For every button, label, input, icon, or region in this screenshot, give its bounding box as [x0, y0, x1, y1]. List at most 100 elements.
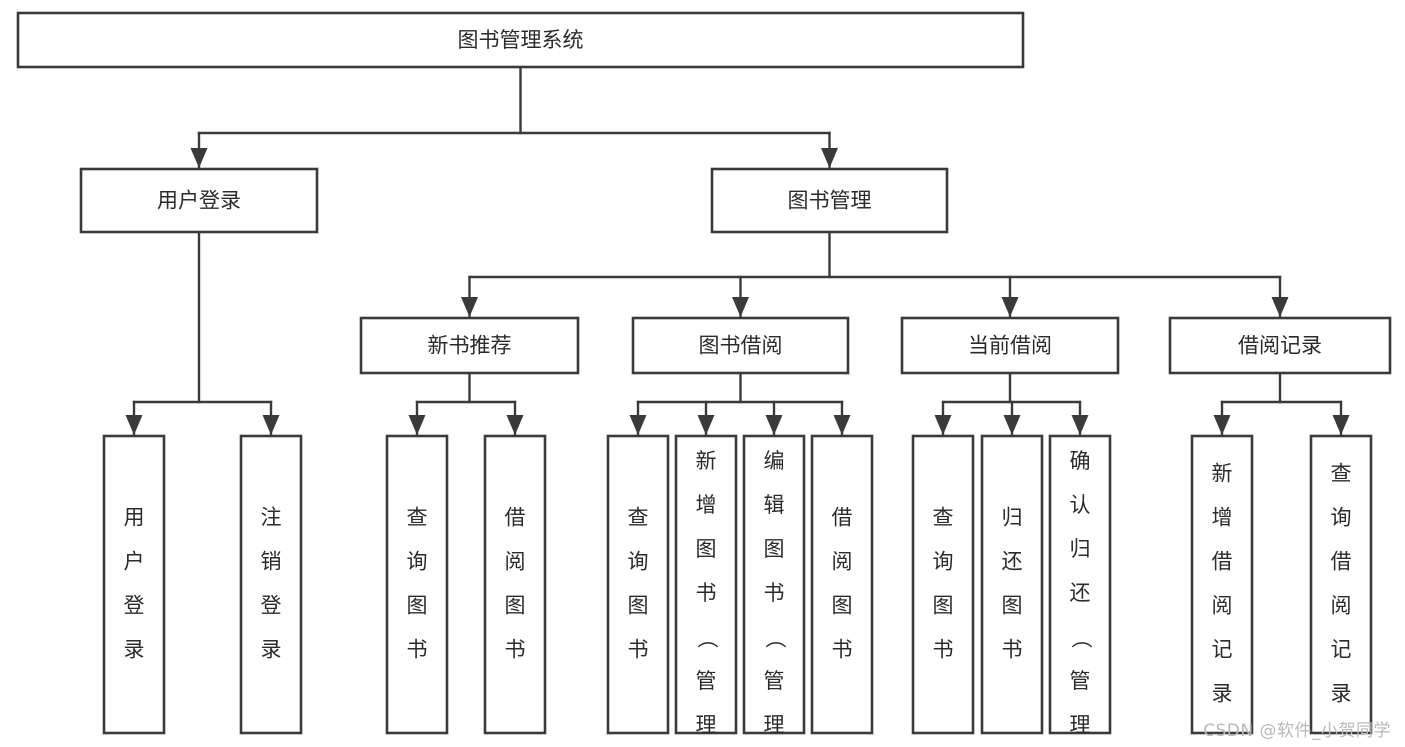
leaf-label-char: 书: [933, 638, 954, 662]
box-outline: [385, 434, 449, 735]
level2-node-label: 图书借阅: [699, 334, 783, 358]
leaf-label-char: 录: [261, 638, 282, 662]
leaf-label-char: 确: [1070, 449, 1091, 473]
root-node-图书管理系统[interactable]: 图书管理系统: [16, 11, 1025, 69]
box-outline: [79, 167, 319, 234]
level1-node-label: 用户登录: [157, 189, 241, 213]
leaf-label-char: 管: [1070, 669, 1091, 693]
leaf-label-char: 询: [407, 550, 428, 574]
leaf-label-char: 用: [124, 506, 145, 530]
leaf-node-用户登录-0[interactable]: 用户登录: [102, 434, 166, 735]
box-outline: [483, 434, 547, 735]
box-outline: [16, 11, 1025, 69]
leaf-label-char: 书: [407, 638, 428, 662]
leaf-label-char: 新: [696, 449, 717, 473]
level2-node-新书推荐[interactable]: 新书推荐: [359, 316, 580, 375]
leaf-label-char: 理: [764, 713, 785, 737]
box-outline: [1190, 434, 1254, 735]
leaf-label-char: 图: [832, 594, 853, 618]
box-outline: [900, 316, 1120, 375]
leaf-label-char: 书: [696, 581, 717, 605]
leaf-label-char: 书: [832, 638, 853, 662]
leaf-label-char: 登: [261, 594, 282, 618]
leaf-label-char: 阅: [1212, 594, 1233, 618]
arrow-head-icon: [629, 415, 647, 435]
leaf-label-char: 认: [1070, 493, 1091, 517]
leaf-label-char: 阅: [505, 550, 526, 574]
leaf-label-char: 注: [261, 506, 282, 530]
leaf-label-char: 书: [1002, 638, 1023, 662]
leaf-label-char: 询: [933, 550, 954, 574]
arrow-head-icon: [833, 415, 851, 435]
leaf-label-char: 借: [505, 506, 526, 530]
leaf-label-char: （: [695, 628, 719, 649]
leaf-label-char: 归: [1002, 506, 1023, 530]
leaf-label-char: 编: [764, 449, 785, 473]
level2-node-当前借阅[interactable]: 当前借阅: [900, 316, 1120, 375]
leaf-label-char: 借: [832, 506, 853, 530]
leaf-label-char: 增: [1212, 506, 1233, 530]
arrow-head-icon: [821, 148, 838, 168]
leaf-label-char: （: [1069, 628, 1093, 649]
level2-node-label: 新书推荐: [428, 334, 512, 358]
arrow-head-icon: [125, 415, 143, 435]
leaf-label-char: 询: [628, 550, 649, 574]
level2-node-图书借阅[interactable]: 图书借阅: [631, 316, 850, 375]
level1-node-用户登录[interactable]: 用户登录: [79, 167, 319, 234]
leaf-label-char: 查: [628, 506, 649, 530]
leaf-label-char: 记: [1212, 638, 1233, 662]
arrow-head-icon: [732, 297, 749, 317]
arrow-head-icon: [1213, 415, 1231, 435]
leaf-label-char: 增: [696, 493, 717, 517]
arrow-head-icon: [1332, 415, 1350, 435]
arrow-head-icon: [765, 415, 783, 435]
leaf-label-char: 借: [1331, 550, 1352, 574]
leaf-label-char: 登: [124, 594, 145, 618]
arrow-head-icon: [408, 415, 426, 435]
box-outline: [606, 434, 670, 735]
leaf-label-char: 还: [1002, 550, 1023, 574]
leaf-label-char: 查: [407, 506, 428, 530]
leaf-label-char: 管: [764, 669, 785, 693]
level1-node-图书管理[interactable]: 图书管理: [710, 167, 949, 234]
box-outline: [911, 434, 975, 735]
arrow-head-icon: [934, 415, 952, 435]
leaf-label-char: 管: [696, 669, 717, 693]
box-outline: [810, 434, 874, 735]
leaf-label-char: 新: [1212, 462, 1233, 486]
leaf-label-char: 理: [696, 713, 717, 737]
leaf-label-char: 询: [1331, 506, 1352, 530]
leaf-label-char: 查: [1331, 462, 1352, 486]
arrow-head-icon: [1003, 415, 1021, 435]
leaf-label-char: 图: [1002, 594, 1023, 618]
arrow-head-icon: [1271, 297, 1289, 317]
arrow-head-icon: [190, 148, 208, 168]
level2-node-label: 当前借阅: [968, 334, 1052, 358]
leaf-label-char: （: [763, 628, 787, 649]
level1-node-label: 图书管理: [788, 189, 872, 213]
box-outline: [1309, 434, 1373, 735]
box-outline: [1168, 316, 1392, 375]
box-outline: [710, 167, 949, 234]
leaf-label-char: 归: [1070, 537, 1091, 561]
arrow-head-icon: [1071, 415, 1089, 435]
leaf-label-char: 阅: [1331, 594, 1352, 618]
leaf-label-char: 书: [628, 638, 649, 662]
box-outline: [980, 434, 1044, 735]
root-node-label: 图书管理系统: [458, 28, 584, 52]
leaf-label-char: 图: [628, 594, 649, 618]
arrow-head-icon: [461, 297, 478, 317]
level2-node-借阅记录[interactable]: 借阅记录: [1168, 316, 1392, 375]
